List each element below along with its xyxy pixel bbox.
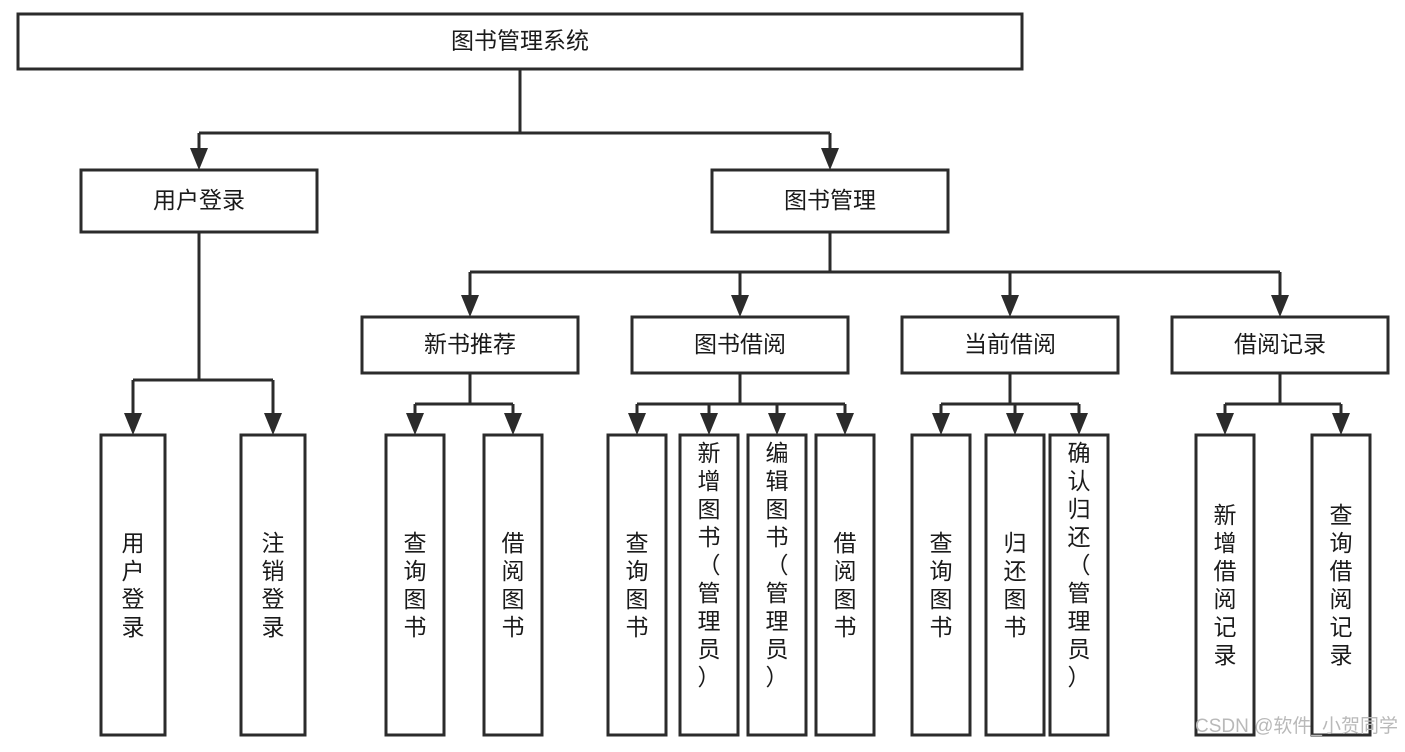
node-leaf-return-book-box[interactable] [984, 433, 1046, 737]
node-leaf-return-book[interactable]: 归还图书 [984, 433, 1046, 737]
node-book-manage-label: 图书管理 [784, 187, 876, 213]
node-leaf-user-login-box[interactable] [99, 433, 167, 737]
node-leaf-add-borrow-record-box[interactable] [1194, 433, 1256, 737]
node-borrow-record[interactable]: 借阅记录 [1170, 315, 1390, 375]
node-root-box[interactable] [16, 12, 1024, 71]
node-root[interactable]: 图书管理系统 [16, 12, 1024, 71]
arrow-head-icon [768, 413, 786, 435]
node-leaf-borrow-book-1-box[interactable] [482, 433, 544, 737]
node-current-borrow[interactable]: 当前借阅 [900, 315, 1120, 375]
node-book-manage-box[interactable] [710, 168, 950, 234]
node-leaf-add-book-admin-box[interactable] [678, 433, 740, 737]
node-user-login-label: 用户登录 [153, 187, 245, 213]
arrow-head-icon [461, 295, 479, 317]
node-leaf-user-login-label: 用户登录 [122, 530, 145, 640]
node-leaf-borrow-book-1[interactable]: 借阅图书 [482, 433, 544, 737]
node-book-borrow[interactable]: 图书借阅 [630, 315, 850, 375]
node-borrow-record-label: 借阅记录 [1234, 331, 1326, 357]
csdn-watermark: CSDN @软件_小贺同学 [1195, 715, 1398, 737]
node-leaf-user-logout-box[interactable] [239, 433, 307, 737]
node-leaf-borrow-book-1-label: 借阅图书 [502, 530, 525, 640]
node-root-label: 图书管理系统 [451, 28, 589, 54]
node-current-borrow-box[interactable] [900, 315, 1120, 375]
node-leaf-query-book-1-label: 查询图书 [404, 530, 427, 640]
arrow-head-icon [836, 413, 854, 435]
node-leaf-borrow-book-2[interactable]: 借阅图书 [814, 433, 876, 737]
arrow-head-icon [504, 413, 522, 435]
node-book-borrow-box[interactable] [630, 315, 850, 375]
arrow-head-icon [1006, 413, 1024, 435]
node-user-login-box[interactable] [79, 168, 319, 234]
arrow-head-icon [1001, 295, 1019, 317]
node-leaf-user-logout-label: 注销登录 [262, 530, 285, 640]
node-leaf-edit-book-admin-box[interactable] [746, 433, 808, 737]
node-leaf-add-borrow-record-label: 新增借阅记录 [1214, 502, 1237, 668]
node-leaf-query-borrow-record[interactable]: 查询借阅记录 [1310, 433, 1372, 737]
arrow-head-icon [190, 148, 208, 170]
node-user-login[interactable]: 用户登录 [79, 168, 319, 234]
connector-layer [124, 69, 1350, 435]
node-leaf-query-book-3[interactable]: 查询图书 [910, 433, 972, 737]
node-leaf-query-book-2-box[interactable] [606, 433, 668, 737]
arrow-head-icon [124, 413, 142, 435]
node-new-book-recommend[interactable]: 新书推荐 [360, 315, 580, 375]
arrow-head-icon [932, 413, 950, 435]
node-book-manage[interactable]: 图书管理 [710, 168, 950, 234]
node-leaf-add-book-admin[interactable]: 新增图书（管理员） [678, 433, 740, 737]
node-current-borrow-label: 当前借阅 [964, 331, 1056, 357]
arrow-head-icon [1216, 413, 1234, 435]
arrow-head-icon [1070, 413, 1088, 435]
node-leaf-borrow-book-2-label: 借阅图书 [834, 530, 857, 640]
node-leaf-query-book-3-label: 查询图书 [930, 530, 953, 640]
node-new-book-recommend-label: 新书推荐 [424, 331, 516, 357]
node-leaf-query-book-2-label: 查询图书 [626, 530, 649, 640]
node-leaf-add-borrow-record[interactable]: 新增借阅记录 [1194, 433, 1256, 737]
node-leaf-confirm-return-admin-label: 确认归还（管理员） [1068, 440, 1091, 690]
node-leaf-query-book-1[interactable]: 查询图书 [384, 433, 446, 737]
arrow-head-icon [406, 413, 424, 435]
arrow-head-icon [700, 413, 718, 435]
node-leaf-query-borrow-record-label: 查询借阅记录 [1330, 502, 1353, 668]
node-book-borrow-label: 图书借阅 [694, 331, 786, 357]
arrow-head-icon [821, 148, 839, 170]
arrow-head-icon [731, 295, 749, 317]
arrow-head-icon [264, 413, 282, 435]
node-leaf-confirm-return-admin[interactable]: 确认归还（管理员） [1048, 433, 1110, 737]
node-leaf-edit-book-admin-label: 编辑图书（管理员） [766, 440, 789, 690]
node-leaf-query-book-1-box[interactable] [384, 433, 446, 737]
arrow-head-icon [628, 413, 646, 435]
node-leaf-query-borrow-record-box[interactable] [1310, 433, 1372, 737]
arrow-head-icon [1271, 295, 1289, 317]
node-new-book-recommend-box[interactable] [360, 315, 580, 375]
node-borrow-record-box[interactable] [1170, 315, 1390, 375]
node-leaf-borrow-book-2-box[interactable] [814, 433, 876, 737]
node-leaf-query-book-2[interactable]: 查询图书 [606, 433, 668, 737]
node-leaf-add-book-admin-label: 新增图书（管理员） [698, 440, 721, 690]
node-leaf-return-book-label: 归还图书 [1004, 530, 1027, 640]
node-leaf-query-book-3-box[interactable] [910, 433, 972, 737]
node-leaf-edit-book-admin[interactable]: 编辑图书（管理员） [746, 433, 808, 737]
arrow-head-icon [1332, 413, 1350, 435]
node-leaf-user-login[interactable]: 用户登录 [99, 433, 167, 737]
node-leaf-user-logout[interactable]: 注销登录 [239, 433, 307, 737]
node-leaf-confirm-return-admin-box[interactable] [1048, 433, 1110, 737]
node-layer: 图书管理系统用户登录图书管理新书推荐图书借阅当前借阅借阅记录用户登录注销登录查询… [16, 12, 1390, 737]
